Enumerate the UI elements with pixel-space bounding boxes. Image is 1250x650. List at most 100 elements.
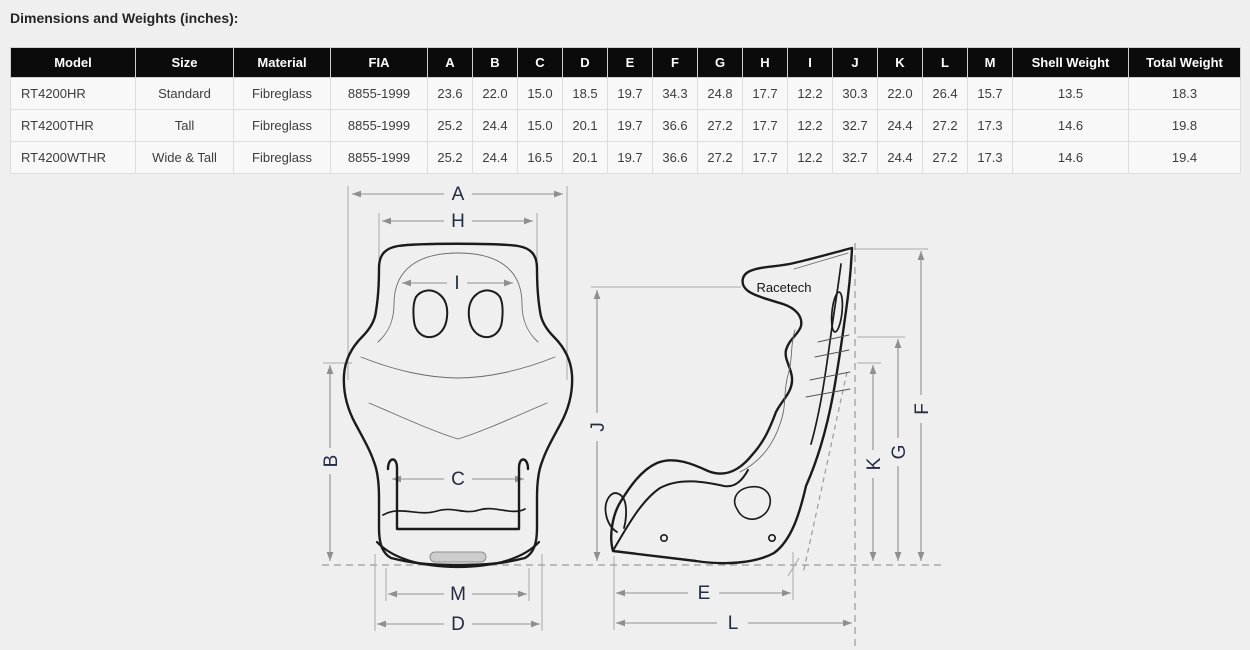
dim-label-g: G: [889, 445, 910, 460]
table-cell: 12.2: [787, 141, 833, 174]
front-belt-hole-left: [412, 289, 449, 339]
table-cell: 24.4: [877, 109, 923, 142]
table-cell: 8855-1999: [330, 141, 428, 174]
table-cell: 22.0: [877, 77, 923, 110]
table-cell: 32.7: [832, 141, 878, 174]
column-header: F: [652, 47, 698, 78]
table-cell: 27.2: [922, 141, 968, 174]
table-cell: Fibreglass: [233, 109, 331, 142]
table-cell: 25.2: [427, 141, 473, 174]
front-seat-contours: [360, 252, 556, 440]
column-header: Model: [10, 47, 136, 78]
column-header: A: [427, 47, 473, 78]
table-cell: Tall: [135, 109, 234, 142]
column-header: I: [787, 47, 833, 78]
table-cell: RT4200THR: [10, 109, 136, 142]
table-cell: 13.5: [1012, 77, 1129, 110]
table-cell: 18.5: [562, 77, 608, 110]
column-header: C: [517, 47, 563, 78]
table-row: RT4200WTHR Wide & Tall Fibreglass 8855-1…: [10, 141, 1241, 174]
dimensions-table: Model Size Material FIA A B C D E F G H …: [10, 47, 1241, 174]
dim-label-f: F: [912, 403, 933, 415]
side-top-contour: [793, 252, 849, 270]
table-cell: 24.4: [877, 141, 923, 174]
dim-label-h: H: [451, 211, 465, 232]
front-seat-mount: [429, 551, 487, 563]
table-header-row: Model Size Material FIA A B C D E F G H …: [10, 47, 1241, 78]
table-cell: RT4200WTHR: [10, 141, 136, 174]
dim-label-l: L: [728, 613, 739, 634]
table-cell: 24.8: [697, 77, 743, 110]
seat-dimension-diagram: A H I C M D E L B J F G K Racetech: [321, 184, 941, 647]
table-cell: 36.6: [652, 109, 698, 142]
table-cell: 16.5: [517, 141, 563, 174]
dim-label-m: M: [450, 584, 466, 605]
table-cell: 12.2: [787, 109, 833, 142]
column-header: M: [967, 47, 1013, 78]
table-cell: 24.4: [472, 109, 518, 142]
dim-label-d: D: [451, 614, 465, 635]
column-header: Material: [233, 47, 331, 78]
column-header: H: [742, 47, 788, 78]
table-cell: 27.2: [922, 109, 968, 142]
table-cell: 36.6: [652, 141, 698, 174]
table-cell: 30.3: [832, 77, 878, 110]
table-cell: 17.7: [742, 141, 788, 174]
table-cell: 14.6: [1012, 109, 1129, 142]
front-seat-pan: [386, 458, 530, 531]
page-title: Dimensions and Weights (inches):: [10, 10, 239, 26]
dim-label-c: C: [451, 469, 465, 490]
column-header: B: [472, 47, 518, 78]
table-cell: 20.1: [562, 109, 608, 142]
side-belt-slots: [805, 334, 851, 398]
table-cell: 26.4: [922, 77, 968, 110]
table-cell: 17.7: [742, 77, 788, 110]
table-cell: 32.7: [832, 109, 878, 142]
table-cell: Fibreglass: [233, 77, 331, 110]
table-cell: 15.7: [967, 77, 1013, 110]
column-header: FIA: [330, 47, 428, 78]
column-header: L: [922, 47, 968, 78]
side-mount-hole-rear: [767, 533, 776, 542]
table-cell: 19.4: [1128, 141, 1241, 174]
table-cell: 18.3: [1128, 77, 1241, 110]
table-cell: 22.0: [472, 77, 518, 110]
front-cushion-wave: [382, 507, 526, 516]
table-cell: 17.3: [967, 141, 1013, 174]
column-header: K: [877, 47, 923, 78]
side-seat-hole: [733, 485, 772, 520]
seat-front-view: [342, 242, 574, 569]
dim-label-k: K: [864, 457, 885, 470]
side-mount-hole-front: [659, 533, 668, 542]
column-header: G: [697, 47, 743, 78]
side-front-tab: [604, 492, 627, 533]
dim-label-e: E: [698, 583, 711, 604]
table-cell: 34.3: [652, 77, 698, 110]
column-header: Shell Weight: [1012, 47, 1129, 78]
table-cell: 23.6: [427, 77, 473, 110]
table-cell: 17.7: [742, 109, 788, 142]
front-seat-base: [375, 540, 541, 569]
column-header: E: [607, 47, 653, 78]
table-row: RT4200THR Tall Fibreglass 8855-1999 25.2…: [10, 109, 1241, 142]
table-cell: 8855-1999: [330, 77, 428, 110]
side-seat-inner-rim: [613, 469, 749, 550]
column-header: J: [832, 47, 878, 78]
table-cell: 12.2: [787, 77, 833, 110]
table-cell: Standard: [135, 77, 234, 110]
table-cell: 19.7: [607, 141, 653, 174]
table-cell: 17.3: [967, 109, 1013, 142]
table-cell: 15.0: [517, 109, 563, 142]
table-cell: Wide & Tall: [135, 141, 234, 174]
table-cell: 14.6: [1012, 141, 1129, 174]
side-panel-slot-hole: [830, 291, 844, 333]
table-cell: 27.2: [697, 141, 743, 174]
column-header: Total Weight: [1128, 47, 1241, 78]
table-cell: Fibreglass: [233, 141, 331, 174]
table-cell: 19.7: [607, 109, 653, 142]
table-cell: 15.0: [517, 77, 563, 110]
reference-lines: [322, 243, 941, 647]
table-cell: 19.8: [1128, 109, 1241, 142]
dim-label-j: J: [588, 422, 609, 432]
table-cell: 24.4: [472, 141, 518, 174]
